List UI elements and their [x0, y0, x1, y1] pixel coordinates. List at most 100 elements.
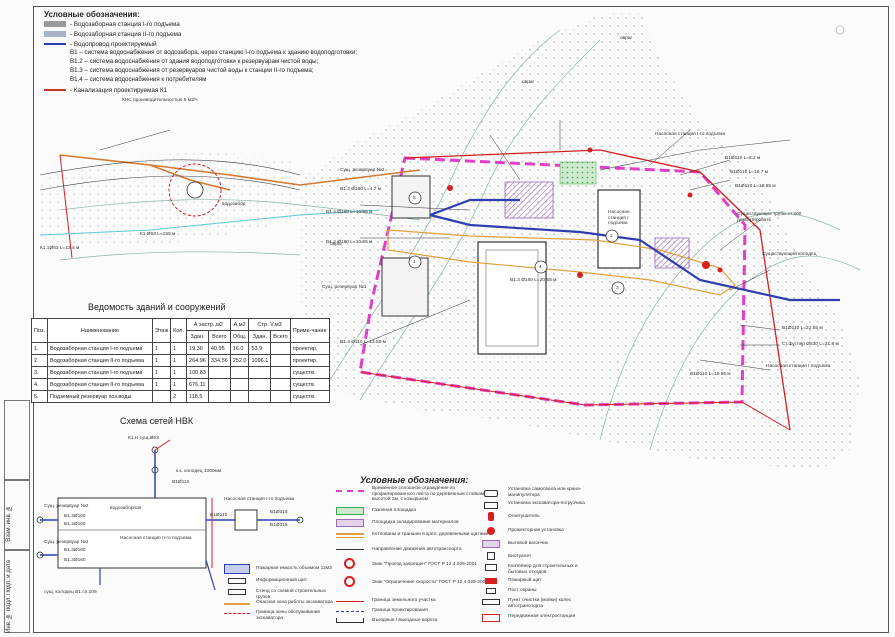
legend-bottom-item: Опасная зона работы экскаватора: [256, 600, 333, 605]
legend-bottom-item: Въездные / выездные ворота: [372, 618, 438, 623]
table-cell: 1: [151, 342, 172, 355]
table-cell: 1: [151, 378, 172, 391]
plan-label-k1-b: К1 Ø63 L=150 м: [140, 232, 176, 237]
table-cell: проектир.: [289, 354, 330, 367]
table-header: Кол.: [170, 318, 188, 343]
nvk-label-tank2: Сущ. резервуар №2: [44, 504, 89, 509]
gate-icon: [336, 618, 364, 623]
nvk-label-k1-bottom: сущ. колодец В1.сп.109: [44, 590, 97, 595]
legend-top: Условные обозначения: - Водозаборная ста…: [44, 10, 424, 95]
legend-bottom-item: Установка самосвала или крана-манипулято…: [508, 487, 582, 498]
table-cell: 3.: [31, 366, 48, 379]
nvk-label-b1-13: В1Ø315: [270, 510, 288, 515]
no-entry-sign-icon: [344, 558, 355, 569]
table-cell: 1: [151, 354, 172, 367]
legend-lawn-symbol: [336, 507, 364, 515]
legend-bottom-item: Информационный щит: [256, 578, 308, 583]
plan-label-tank1: Сущ. резервуар №1: [322, 285, 367, 290]
nvk-label-b1-21: В1.2Ø160: [64, 522, 86, 527]
fire-tank-icon: [224, 564, 250, 574]
table-cell: проектир.: [289, 342, 330, 355]
table-header: Наименование: [47, 318, 153, 343]
legend-bottom-item: Площадка складирования материалов: [372, 520, 459, 525]
nvk-label-b1-22: В1.2Ø160: [64, 558, 86, 563]
plan-label-vodozabor: водозабор: [222, 202, 246, 207]
legend-top-item: - Водозаборная станция II-го подъема: [44, 29, 424, 39]
table-cell: существ.: [289, 366, 330, 379]
legend-bottom-title: Условные обозначения:: [360, 475, 469, 485]
table-header: А застр.,м2: [186, 318, 231, 331]
plan-label-existing-well: Существующий колодец: [762, 252, 817, 257]
plan-marker-2: 2: [610, 234, 613, 239]
table-cell: 676.11: [186, 378, 209, 391]
buildings-table-title: Ведомость зданий и сооружений: [88, 302, 226, 312]
nvk-label-station1: Насосная станция I-го подъема: [224, 497, 295, 502]
legend-bottom-item: Биотуалет: [508, 554, 532, 559]
plan-label-kns: КНС производительностью 5 м3/ч: [122, 98, 198, 103]
building-4: [477, 241, 547, 355]
roads: [39, 139, 791, 191]
plan-label-ovrag-1: овраг: [522, 80, 535, 85]
speed-limit-sign-icon: [344, 576, 355, 587]
nvk-label-k1: К1.Н сущ.Ø63: [128, 436, 159, 441]
table-cell: Подземный резервуар хоз.воды: [47, 390, 153, 403]
table-cell: 16.0: [229, 342, 250, 355]
plan-label-pipe-7: В1Ø110 L=18.7 м: [730, 170, 769, 175]
design-boundary: [359, 371, 791, 431]
title-strip-replace: [4, 550, 30, 633]
table-cell: [229, 366, 250, 379]
nvk-label-vodozab: водозаборная: [110, 506, 142, 511]
table-cell: [248, 390, 272, 403]
legend-top-sub: В1.4 – система водоснабжения к потребите…: [70, 76, 207, 83]
sewer-k1-short: [59, 154, 73, 259]
plan-label-station-top: Насосная станция I подъема: [608, 210, 630, 226]
plan-label-station-right: Насосная станция I подъема: [766, 364, 831, 369]
legend-top-sub: В1 – система водоснабжения от водозабора…: [70, 49, 358, 56]
legend-bottom-item: Установка экскаватора-погрузчика: [508, 501, 585, 506]
plan-label-pipe-1: В1.2 Ø160 L=4.7 м: [340, 187, 382, 192]
plan-label-pipe-5: В1.4 Ø110 L=12.55 м: [340, 340, 387, 345]
table-sub-header: Здан. Всего Общ. Здан. Всего: [32, 330, 330, 343]
legend-bottom-item: Знак "Ограничение скорости" ГОСТ Р 12.4.…: [372, 580, 488, 585]
excavation-zone: [387, 229, 736, 296]
wheel-wash-icon: [482, 599, 500, 605]
table-cell: [151, 390, 172, 403]
nvk-scheme-title: Схема сетей НВК: [120, 416, 194, 426]
legend-bottom-item: Пожарный щит: [508, 578, 542, 583]
tank-1: [381, 257, 429, 317]
legend-bottom-item: Стенд со схемой строительных грузов: [256, 589, 326, 600]
generator-icon: [482, 614, 500, 622]
legend-bottom-item: Контейнер для строительных и бытовых отх…: [508, 564, 578, 575]
table-cell: 1: [170, 366, 188, 379]
legend-bottom-item: Газонная площадка: [372, 508, 417, 513]
table-cell: [270, 390, 291, 403]
fire-board-icon: [485, 578, 497, 584]
table-cell: Водозаборная станция II-го подъема: [47, 354, 153, 367]
table-header: Всего: [207, 330, 231, 343]
table-cell: существ.: [289, 378, 330, 391]
table-cell: 4.: [31, 378, 48, 391]
plan-label-pipe-11: В1Ø110 L=10.55 м: [690, 372, 731, 377]
table-cell: [229, 390, 250, 403]
legend-bottom-item: Граница земельного участка: [372, 598, 436, 603]
legend-storage-symbol: [336, 519, 364, 527]
table-header: Приме-чание: [289, 318, 330, 343]
table-header: Поз.: [31, 318, 48, 343]
nvk-label-b1-32: В1.3Ø160: [64, 548, 86, 553]
table-cell: 2.: [31, 354, 48, 367]
legend-excavator-zone-symbol: [224, 613, 250, 614]
leader-lines: [99, 120, 781, 371]
plan-label-k1-a: К1.1Ø63 L=13.4 м: [40, 246, 80, 251]
table-cell: [207, 390, 231, 403]
fire-extinguisher-icon: [488, 512, 494, 521]
legend-top-sub: В1.2 – система водоснабжения от здания в…: [70, 58, 319, 65]
table-cell: 1: [170, 342, 188, 355]
toilet-icon: [487, 552, 495, 560]
equipment-markers: [447, 147, 723, 278]
nvk-label-b1-1a: В1Ø110: [172, 480, 190, 485]
table-cell: [270, 378, 291, 391]
